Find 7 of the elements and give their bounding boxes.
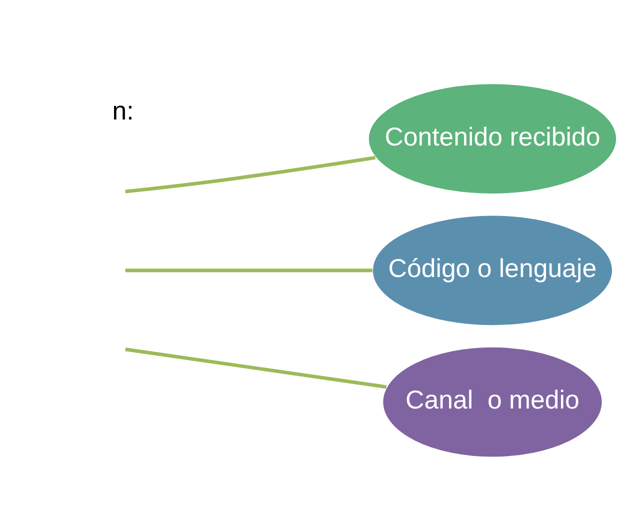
connector	[125, 156, 376, 194]
connector	[125, 348, 387, 389]
node-ellipse: Código o lenguaje	[372, 214, 614, 326]
node-ellipse: Contenido recibido	[368, 82, 618, 195]
node-ellipse: Canal o medio	[382, 346, 603, 458]
label: n:	[112, 98, 134, 126]
connector	[125, 268, 372, 272]
